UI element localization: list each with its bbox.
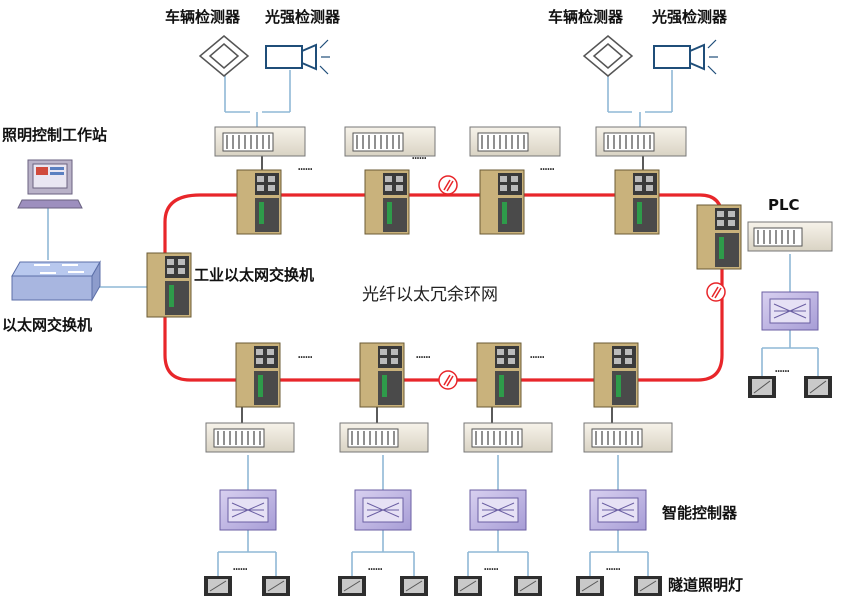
smart-controller-icon: [469, 489, 527, 531]
ellipsis: ……: [416, 347, 430, 361]
tunnel-lamp-icon: [748, 376, 776, 398]
tunnel-lamp-icon: [400, 576, 428, 596]
plc-rack: [205, 422, 295, 453]
plc-rack: [747, 221, 833, 252]
smart-controller-icon: [219, 489, 277, 531]
tunnel-lamp-icon: [204, 576, 232, 596]
ellipsis: ……: [606, 559, 620, 573]
ellipsis: ……: [540, 159, 554, 173]
plc-label: PLC: [768, 196, 800, 214]
tunnel-lamp-icon: [262, 576, 290, 596]
ellipsis: ……: [412, 148, 426, 162]
ellipsis: ……: [233, 559, 247, 573]
workstation-computer-icon: [17, 159, 83, 209]
industrial-switch: [479, 169, 525, 235]
industrial-switch: [364, 169, 410, 235]
smart-controller-label: 智能控制器: [662, 504, 738, 522]
smart-controller-icon: [589, 489, 647, 531]
industrial-switch: [235, 342, 281, 408]
plc-rack: [583, 422, 673, 453]
ellipsis: ……: [298, 347, 312, 361]
vehicle-detector-label: 车辆检测器: [548, 8, 624, 26]
vehicle-detector-icon: [582, 35, 634, 77]
ellipsis: ……: [530, 347, 544, 361]
plc-rack: [214, 126, 306, 157]
ellipsis: ……: [775, 361, 789, 375]
plc-rack: [469, 126, 561, 157]
industrial-switch: [146, 252, 192, 318]
workstation-label: 照明控制工作站: [2, 126, 107, 144]
plc-rack: [463, 422, 553, 453]
smart-controller-icon: [354, 489, 412, 531]
tunnel-lamp-icon: [576, 576, 604, 596]
plc-rack: [595, 126, 687, 157]
industrial-switch: [359, 342, 405, 408]
plc-rack: [339, 422, 429, 453]
ethernet-switch-icon: [11, 260, 101, 302]
vehicle-detector-icon: [198, 35, 250, 77]
fiber-ring-label: 光纤以太冗余环网: [362, 285, 498, 305]
connection-lines: [47, 70, 819, 576]
vehicle-detector-label: 车辆检测器: [165, 8, 241, 26]
industrial-switch: [476, 342, 522, 408]
industrial-switch-label: 工业以太网交换机: [194, 266, 314, 284]
ethernet-switch-label: 以太网交换机: [2, 316, 92, 334]
industrial-switch: [614, 169, 660, 235]
fiber-ring-markers: [438, 175, 726, 390]
industrial-switch: [696, 204, 742, 270]
tunnel-lamp-icon: [338, 576, 366, 596]
smart-controller-icon: [761, 291, 819, 331]
light-detector-icon: [265, 39, 330, 75]
tunnel-lamp-icon: [804, 376, 832, 398]
ellipsis: ……: [298, 159, 312, 173]
tunnel-lighting-label: 隧道照明灯: [668, 576, 743, 594]
plc-rack: [344, 126, 436, 157]
tunnel-lamp-icon: [514, 576, 542, 596]
ellipsis: ……: [484, 559, 498, 573]
tunnel-lamp-icon: [454, 576, 482, 596]
industrial-switch: [236, 169, 282, 235]
light-detector-icon: [653, 39, 718, 75]
light-detector-label: 光强检测器: [651, 8, 728, 26]
ellipsis: ……: [368, 559, 382, 573]
light-detector-label: 光强检测器: [264, 8, 341, 26]
industrial-switch: [593, 342, 639, 408]
tunnel-lamp-icon: [634, 576, 662, 596]
